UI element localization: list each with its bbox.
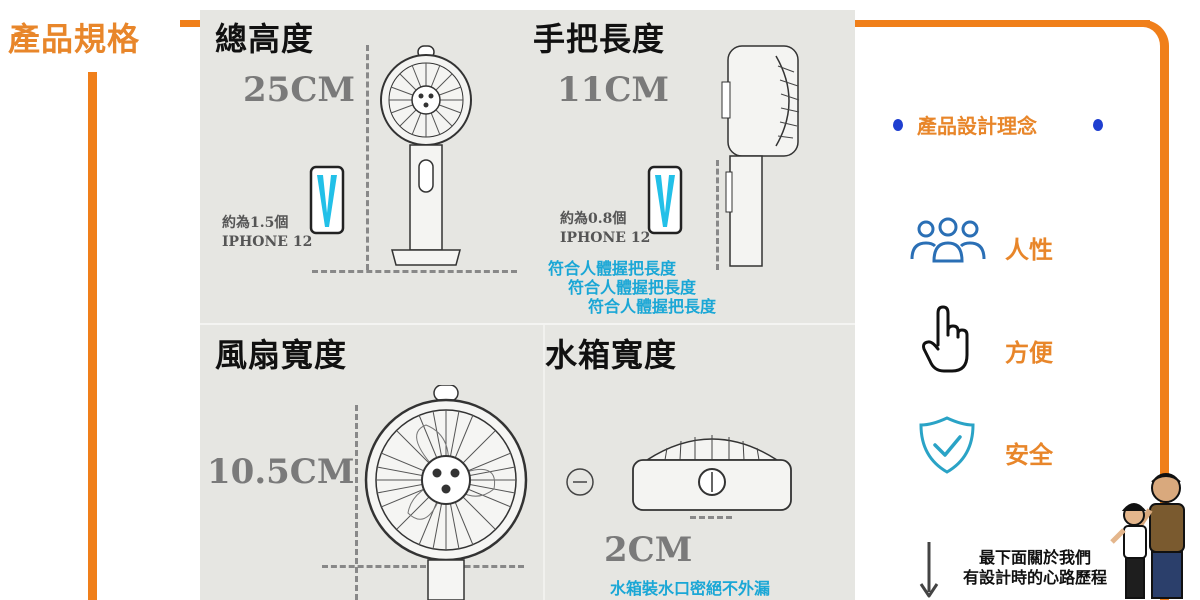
total-height-value: 25CM bbox=[243, 70, 356, 110]
handle-note-1: 符合人體握把長度 bbox=[548, 259, 677, 278]
tank-width-guide-h bbox=[690, 516, 732, 519]
handle-length-compare: 約為0.8個 IPHONE 12 bbox=[560, 210, 650, 248]
concept-item-humanity: 人性 bbox=[1005, 235, 1053, 264]
sheet-divider bbox=[200, 323, 855, 325]
concept-title: 產品設計理念 bbox=[917, 114, 1037, 138]
people-icon bbox=[910, 217, 986, 263]
tank-width-title: 水箱寬度 bbox=[545, 336, 678, 374]
phone-icon bbox=[647, 165, 683, 235]
page-title: 產品規格 bbox=[8, 20, 141, 58]
fan-width-guide-v bbox=[355, 405, 358, 600]
total-height-compare: 約為1.5個 IPHONE 12 bbox=[222, 214, 312, 252]
footer-line-2: 有設計時的心路歷程 bbox=[962, 568, 1107, 587]
frame-left-line bbox=[88, 72, 97, 600]
concept-item-convenience: 方便 bbox=[1005, 338, 1053, 367]
pointer-hand-icon bbox=[922, 305, 969, 373]
total-height-title: 總高度 bbox=[215, 20, 315, 58]
concept-header: 產品設計理念 bbox=[893, 110, 1103, 140]
total-height-compare-line1: 約為1.5個 bbox=[222, 215, 289, 231]
sheet-divider-v bbox=[543, 325, 545, 600]
arrow-down-icon[interactable] bbox=[918, 540, 940, 600]
frame-top-right-line bbox=[855, 20, 1150, 27]
handle-length-guide-v bbox=[716, 160, 719, 270]
fan-width-value: 10.5CM bbox=[207, 452, 355, 492]
total-height-compare-line2: IPHONE 12 bbox=[222, 234, 313, 250]
minus-icon bbox=[566, 468, 594, 496]
handle-length-title: 手把長度 bbox=[533, 20, 666, 58]
fan-side-drawing bbox=[721, 45, 800, 267]
footer-line-1: 最下面關於我們 bbox=[978, 548, 1091, 567]
phone-icon bbox=[309, 165, 345, 235]
shield-check-icon bbox=[919, 416, 975, 474]
bullet-dot-icon bbox=[893, 119, 903, 131]
concept-item-safety: 安全 bbox=[1005, 440, 1053, 469]
tank-width-note: 水箱裝水口密絕不外漏 bbox=[610, 579, 771, 598]
tank-width-value: 2CM bbox=[604, 530, 693, 570]
handle-length-value: 11CM bbox=[557, 70, 670, 110]
footer-text[interactable]: 最下面關於我們 有設計時的心路歷程 bbox=[945, 548, 1125, 588]
bullet-dot-icon bbox=[1093, 119, 1103, 131]
fan-front-drawing bbox=[380, 45, 472, 266]
fan-width-guide-h bbox=[322, 565, 524, 568]
fan-top-drawing bbox=[632, 435, 792, 511]
handle-length-compare-line2: IPHONE 12 bbox=[560, 230, 651, 246]
cartoon-people-illustration bbox=[1110, 473, 1185, 599]
handle-note-3: 符合人體握把長度 bbox=[588, 297, 717, 316]
total-height-guide-h bbox=[312, 270, 517, 273]
handle-note-2: 符合人體握把長度 bbox=[568, 278, 697, 297]
total-height-guide-v bbox=[366, 45, 369, 270]
frame-top-stub bbox=[180, 20, 212, 27]
frame-right-line bbox=[1143, 20, 1169, 600]
handle-length-compare-line1: 約為0.8個 bbox=[560, 211, 627, 227]
fan-face-drawing bbox=[364, 385, 528, 600]
fan-width-title: 風扇寬度 bbox=[215, 336, 348, 374]
